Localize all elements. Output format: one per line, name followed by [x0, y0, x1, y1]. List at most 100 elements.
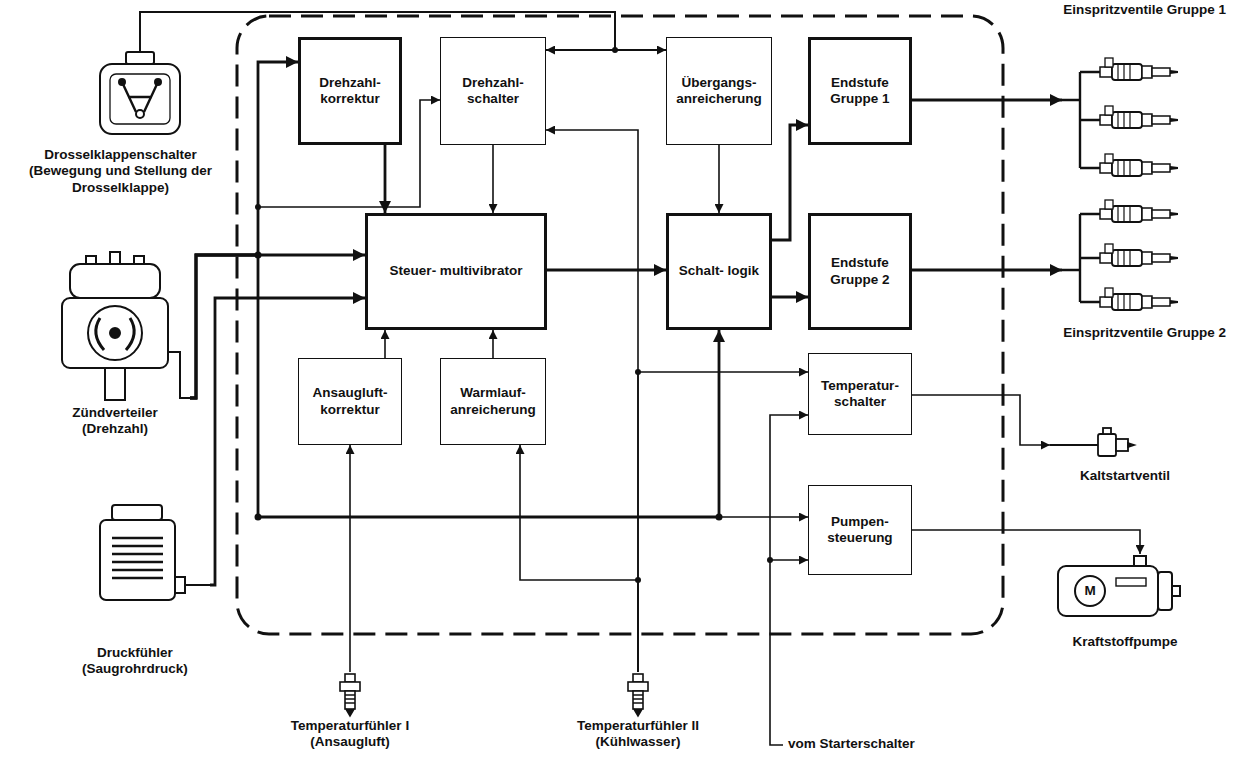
component-name: Temperaturfühler II: [540, 718, 736, 734]
component-name: Temperaturfühler I: [252, 718, 448, 734]
temperature-sensor-illustration: [628, 674, 648, 716]
pressure-sensor-illustration-part: [112, 538, 163, 578]
starter-wire: [770, 415, 808, 745]
component-label: Druckfühler(Saugrohrdruck): [60, 495, 210, 678]
pressure-sensor-illustration: [100, 505, 210, 600]
signal-connector: [772, 296, 808, 299]
block-label: Temperatur- schalter: [814, 378, 906, 411]
component-label: Einspritzventile Gruppe 1: [1062, 2, 1230, 168]
starter-wire-part: [770, 415, 808, 745]
signal-connector: [912, 99, 1062, 102]
signal-connector: [912, 530, 1140, 554]
block-label: Endstufe Gruppe 2: [816, 255, 904, 288]
component-label: Temperaturfühler II(Kühlwasser): [540, 672, 736, 751]
component-name: Einspritzventile Gruppe 2: [1062, 325, 1226, 341]
injector-group-illustration-part: [1062, 72, 1100, 168]
component-name: (Kühlwasser): [540, 734, 736, 750]
fuel-pump-illustration-part: [1058, 566, 1158, 616]
distributor-illustration-part: [70, 264, 160, 298]
distributor-illustration-part: [168, 352, 190, 398]
signal-connector: [772, 125, 808, 240]
cold-start-valve-illustration-part: [1050, 444, 1098, 446]
block-label: Warmlauf- anreicherung: [446, 385, 540, 418]
cold-start-valve-illustration-part: [1103, 428, 1111, 434]
signal-connector: [520, 445, 638, 672]
signal-connector: [547, 269, 666, 272]
function-block: Temperatur- schalter: [808, 353, 912, 435]
block-label: Steuer- multivibrator: [373, 263, 539, 279]
temperature-sensor-illustration-part: [633, 695, 643, 703]
component-label: Zündverteiler(Drehzahl): [40, 250, 190, 438]
block-label: Endstufe Gruppe 1: [816, 75, 904, 108]
signal-connector: [140, 12, 666, 52]
throttle-switch-illustration-part: [119, 79, 125, 85]
signal-connector: [384, 145, 387, 213]
signal-connector: [638, 372, 808, 672]
function-block: Warmlauf- anreicherung: [440, 358, 546, 445]
component-name: (Ansaugluft): [252, 734, 448, 750]
junction-dot-part: [767, 557, 773, 563]
signal-connector: [912, 395, 1050, 445]
component-name: Druckfühler: [60, 645, 210, 661]
starter-wire-part: [770, 559, 808, 561]
block-label: Übergangs- anreicherung: [672, 75, 766, 108]
block-label: Drehzahl- schalter: [446, 75, 540, 108]
temperature-sensor-illustration-part: [345, 695, 355, 703]
throttle-switch-illustration-part: [155, 79, 161, 85]
signal-connector: [492, 145, 494, 213]
throttle-switch-illustration-part: [126, 52, 154, 64]
signal-connector: [492, 330, 494, 358]
injector-group-illustration-part: [1100, 154, 1178, 176]
temperature-sensor-illustration-part: [634, 709, 642, 716]
component-name: Einspritzventile Gruppe 1: [1062, 2, 1226, 18]
component-label: Temperaturfühler I(Ansaugluft): [252, 672, 448, 751]
function-block: Übergangs- anreicherung: [666, 37, 772, 145]
function-block: Endstufe Gruppe 2: [808, 213, 912, 330]
fuel-pump-illustration-part: [1116, 578, 1146, 586]
component-label: Kaltstartventil: [1050, 420, 1200, 484]
pressure-sensor-illustration-part: [175, 577, 185, 593]
block-label: Ansaugluft- korrektur: [304, 385, 396, 418]
distributor-illustration-part: [96, 318, 134, 350]
pressure-sensor-illustration-part: [112, 505, 162, 520]
injector-group-illustration-part: [1100, 106, 1178, 128]
fuel-pump-illustration-part: [1172, 586, 1180, 596]
block-label: Pumpen- steuerung: [814, 514, 906, 547]
temperature-sensor-illustration-part: [346, 709, 354, 716]
function-block: Drehzahl- korrektur: [298, 37, 402, 145]
pressure-sensor-illustration-part: [185, 584, 210, 586]
cold-start-valve-illustration: [1050, 428, 1134, 456]
component-label: Einspritzventile Gruppe 2: [1062, 190, 1230, 341]
function-block: Endstufe Gruppe 1: [808, 37, 912, 145]
injector-group-illustration: [1062, 58, 1178, 176]
component-name: (Saugrohrdruck): [60, 661, 210, 677]
temperature-sensor-illustration-part: [345, 691, 355, 709]
distributor-illustration-part: [105, 368, 125, 400]
throttle-switch-illustration-part: [136, 110, 144, 118]
fuel-pump-illustration-part: [1075, 576, 1105, 606]
pressure-sensor-illustration-part: [100, 520, 175, 600]
temperature-sensor-illustration: [340, 674, 360, 716]
wire-label: vom Starterschalter: [788, 736, 915, 752]
function-block: Drehzahl- schalter: [440, 37, 546, 145]
throttle-switch-illustration-part: [110, 74, 170, 124]
distributor-illustration: [62, 252, 190, 400]
function-block: Steuer- multivibrator: [365, 213, 547, 330]
distributor-illustration-part: [88, 306, 142, 360]
distributor-illustration-part: [62, 298, 168, 368]
signal-connector: [912, 269, 1062, 272]
injector-group-illustration-part: [1100, 244, 1178, 266]
signal-connector: [718, 145, 720, 213]
temperature-sensor-illustration-part: [340, 682, 360, 691]
control-unit-outline: [237, 16, 1003, 634]
signal-connector: [546, 130, 638, 672]
function-block: Schalt- logik: [666, 213, 772, 330]
component-name: Zündverteiler: [40, 405, 190, 421]
throttle-switch-illustration-part: [100, 64, 180, 134]
component-label: Kraftstoffpumpe: [1040, 554, 1210, 650]
component-label: Drosselklappenschalter(Bewegung und Stel…: [28, 52, 213, 196]
